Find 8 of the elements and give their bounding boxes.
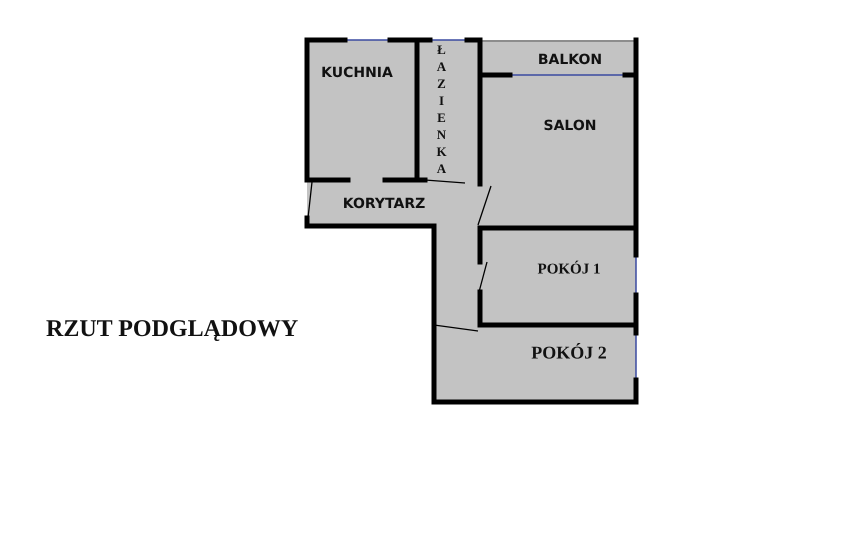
room-label: ŁAZIENKA <box>433 42 449 178</box>
plan-title: RZUT PODGLĄDOWY <box>46 316 298 343</box>
room-label: SALON <box>544 118 596 134</box>
room-label: POKÓJ 2 <box>531 342 607 364</box>
room-label: KORYTARZ <box>342 196 426 212</box>
room-label: POKÓJ 1 <box>538 262 600 278</box>
room-label: KUCHNIA <box>321 65 393 81</box>
room-label: BALKON <box>538 52 602 68</box>
